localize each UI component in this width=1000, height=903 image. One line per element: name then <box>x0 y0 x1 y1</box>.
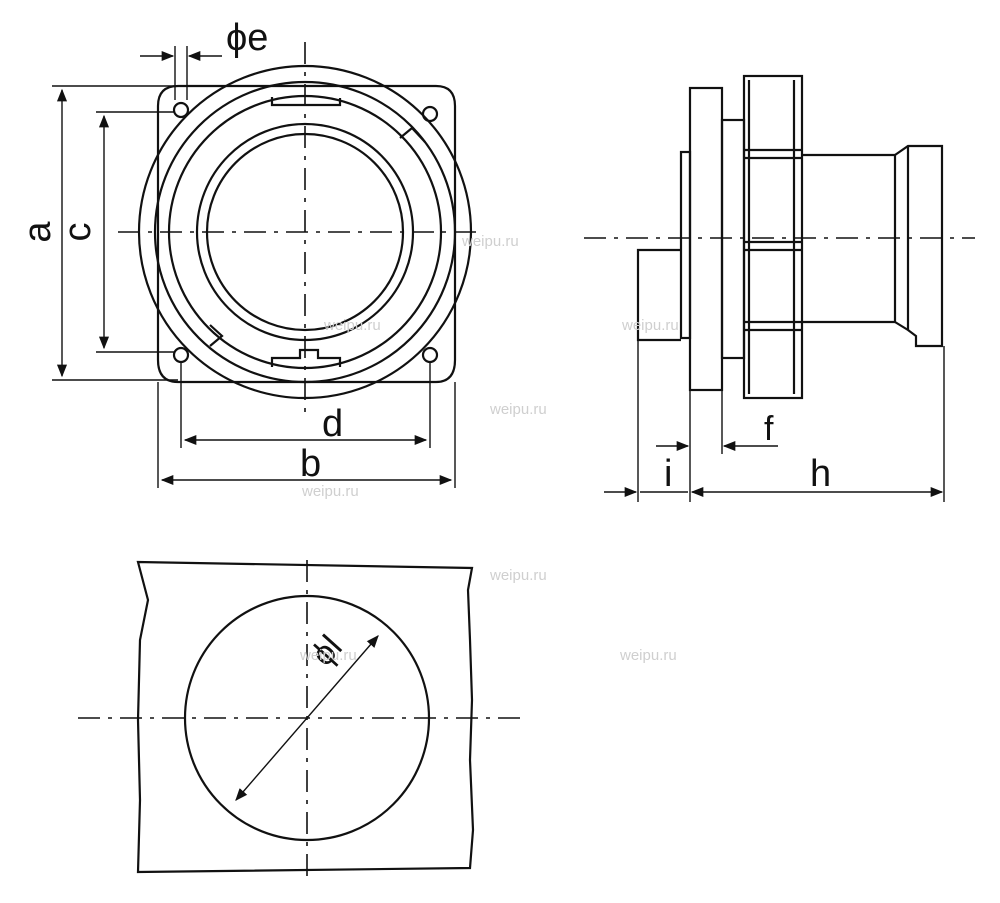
bayonet-lug-right <box>399 126 426 143</box>
dim-l-diameter <box>235 635 379 801</box>
flange-outline <box>156 84 457 384</box>
mount-hole-br <box>421 346 439 364</box>
label-phi-e: ϕe <box>226 17 268 59</box>
panel-cutout-view <box>78 560 522 878</box>
watermark: weipu.ru <box>299 647 357 664</box>
coupling-nut <box>742 74 804 400</box>
label-f: f <box>764 410 774 448</box>
labels: a c ϕe d b f i h ϕl <box>17 17 831 673</box>
label-a: a <box>17 221 59 243</box>
watermarks: weipu.ru weipu.ru weipu.ru weipu.ru weip… <box>299 233 679 664</box>
label-i: i <box>664 453 672 495</box>
neck <box>720 118 746 360</box>
watermark: weipu.ru <box>489 567 547 584</box>
side-view <box>584 74 975 400</box>
front-view <box>118 42 478 418</box>
label-c: c <box>57 223 99 242</box>
panel-plate <box>679 150 692 340</box>
watermark: weipu.ru <box>461 233 519 250</box>
flange-plate <box>688 86 724 392</box>
watermark: weipu.ru <box>621 317 679 334</box>
mount-hole-bl <box>172 346 190 364</box>
watermark: weipu.ru <box>489 401 547 418</box>
label-d: d <box>322 403 343 445</box>
mount-hole-tr <box>421 105 439 123</box>
watermark: weipu.ru <box>619 647 677 664</box>
bayonet-lug-left <box>209 324 224 347</box>
side-dimensions <box>604 340 945 502</box>
watermark: weipu.ru <box>301 483 359 500</box>
mount-hole-tl <box>172 101 190 119</box>
rear-boss <box>636 248 681 342</box>
rear-cap <box>894 144 944 348</box>
bayonet-lug-top <box>270 97 342 107</box>
front-dimensions <box>52 46 456 488</box>
panel-outline <box>136 560 475 874</box>
label-h: h <box>810 453 831 495</box>
label-b: b <box>300 443 321 485</box>
bayonet-lug-bottom <box>270 348 342 367</box>
watermark: weipu.ru <box>323 317 381 334</box>
